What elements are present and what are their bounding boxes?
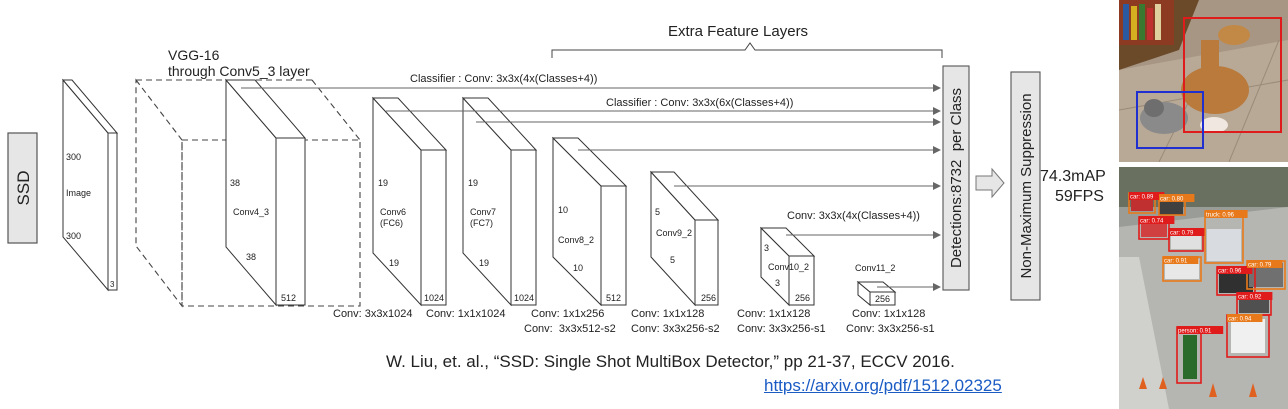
result-map: 74.3mAP (1040, 168, 1106, 185)
citation-text: W. Liu, et. al., “SSD: Single Shot Multi… (386, 352, 955, 371)
bbox-cat (1136, 91, 1204, 149)
extra-layers-brace (551, 42, 943, 58)
conv9-2-label: Conv9_2 (656, 228, 692, 238)
image-label: Image (66, 188, 91, 198)
block-arrow (975, 167, 1005, 199)
conv7-d: 1024 (514, 293, 534, 303)
vgg-title-line2: through Conv5_3 layer (168, 63, 310, 79)
street-tag-label: car: 0.91 (1164, 259, 1188, 265)
street-tag-bg (1139, 216, 1175, 224)
street-tag-label: car: 0.80 (1160, 197, 1184, 203)
classifier-label-2: Classifier : Conv: 3x3x(6x(Classes+4)) (606, 97, 793, 109)
image-h: 300 (66, 152, 81, 162)
street-tag-bg (1159, 194, 1195, 202)
conv-label-3a: Conv: 1x1x256 (531, 308, 604, 320)
conv8-2-h: 10 (558, 205, 568, 215)
paper-link[interactable]: https://arxiv.org/pdf/1512.02325 (764, 376, 1002, 395)
street-tag-bg (1247, 260, 1283, 268)
ssd-architecture-diagram: SSD 300 Image 300 3 VGG-16 through Conv5… (7, 23, 1106, 335)
conv9-2-w: 5 (670, 255, 675, 265)
conv-label-1: Conv: 3x3x1024 (333, 308, 413, 320)
street-label-tags: car: 0.89 car: 0.80 car: 0.74 truck: 0.96 ca… (1129, 192, 1283, 335)
conv7-sub: (FC7) (470, 218, 493, 228)
street-tag-label: car: 0.89 (1130, 195, 1154, 201)
ssd-label: SSD (14, 171, 33, 206)
image-block (61, 78, 119, 292)
conv7-label: Conv7 (470, 207, 496, 217)
street-tag-label: car: 0.79 (1170, 231, 1194, 237)
conv-label-4a: Conv: 1x1x128 (631, 308, 704, 320)
conv7-block (461, 96, 538, 307)
street-tag-label: person: 0.91 (1178, 329, 1212, 335)
conv8-2-w: 10 (573, 263, 583, 273)
conv10-2-h: 3 (764, 243, 769, 253)
conv6-w: 19 (389, 258, 399, 268)
street-tag-bg (1237, 292, 1273, 300)
conv9-2-d: 256 (701, 293, 716, 303)
conv-label-3b: Conv: 3x3x512-s2 (524, 323, 616, 335)
classifier-label-3: Conv: 3x3x(4x(Classes+4)) (787, 210, 920, 222)
conv10-2-d: 256 (795, 293, 810, 303)
conv6-sub: (FC6) (380, 218, 403, 228)
detection-photo-street: car: 0.89 car: 0.80 car: 0.74 truck: 0.96 ca… (1119, 167, 1288, 409)
conv-label-5b: Conv: 3x3x256-s1 (737, 323, 826, 335)
street-tag-bg (1217, 266, 1253, 274)
conv6-d: 1024 (424, 293, 444, 303)
street-tag-label: car: 0.74 (1140, 219, 1164, 225)
image-d: 3 (110, 280, 115, 289)
nms-box (1010, 71, 1041, 301)
conv-label-6b: Conv: 3x3x256-s1 (846, 323, 935, 335)
vgg-title-line1: VGG-16 (168, 47, 220, 63)
conv9-2-block (649, 170, 720, 307)
street-tag-bg (1205, 210, 1248, 218)
result-fps: 59FPS (1055, 188, 1104, 205)
detections-label: Detections:8732 per Class (948, 88, 965, 268)
conv4-3-d: 512 (281, 293, 296, 303)
conv11-2-label: Conv11_2 (855, 263, 895, 273)
street-tag-label: car: 0.92 (1238, 295, 1262, 301)
street-tag-label: car: 0.94 (1228, 317, 1252, 323)
vgg-dashed-box (135, 78, 361, 308)
ssd-box (7, 132, 38, 244)
conv-label-2: Conv: 1x1x1024 (426, 308, 506, 320)
conv7-h: 19 (468, 178, 478, 188)
street-tag-label: truck: 0.96 (1206, 213, 1235, 219)
bbox-dog (1183, 17, 1282, 133)
street-tag-bg (1177, 326, 1224, 334)
street-tag-label: car: 0.96 (1218, 269, 1242, 275)
conv11-2-d: 256 (875, 294, 890, 304)
conv8-2-block (551, 136, 628, 307)
conv6-h: 19 (378, 178, 388, 188)
conv4-3-block (224, 78, 307, 307)
street-tag-bg (1169, 228, 1205, 236)
conv9-2-h: 5 (655, 207, 660, 217)
conv4-3-label: Conv4_3 (233, 207, 269, 217)
conv11-2-block (856, 280, 897, 307)
conv10-2-label: Conv10_2 (768, 262, 809, 272)
nms-label: Non-Maximum Suppression (1018, 93, 1035, 278)
conv4-3-h: 38 (230, 178, 240, 188)
detection-photo-dog-cat (1119, 0, 1288, 162)
conv6-label: Conv6 (380, 207, 406, 217)
conv6-block (371, 96, 448, 307)
conv4-3-w: 38 (246, 252, 256, 262)
street-tag-bg (1163, 256, 1199, 264)
conv-label-4b: Conv: 3x3x256-s2 (631, 323, 720, 335)
detections-box (942, 65, 970, 291)
conv-label-5a: Conv: 1x1x128 (737, 308, 810, 320)
street-tag-bg (1227, 314, 1263, 322)
conv8-2-d: 512 (606, 293, 621, 303)
classifier-label-1: Classifier : Conv: 3x3x(4x(Classes+4)) (410, 73, 597, 85)
image-w: 300 (66, 231, 81, 241)
street-tag-label: car: 0.79 (1248, 263, 1272, 269)
conv10-2-w: 3 (775, 278, 780, 288)
extra-layers-title: Extra Feature Layers (668, 23, 808, 40)
conv8-2-label: Conv8_2 (558, 235, 594, 245)
conv-label-6a: Conv: 1x1x128 (852, 308, 925, 320)
street-tag-bg (1129, 192, 1165, 200)
conv10-2-block (759, 226, 816, 307)
conv7-w: 19 (479, 258, 489, 268)
